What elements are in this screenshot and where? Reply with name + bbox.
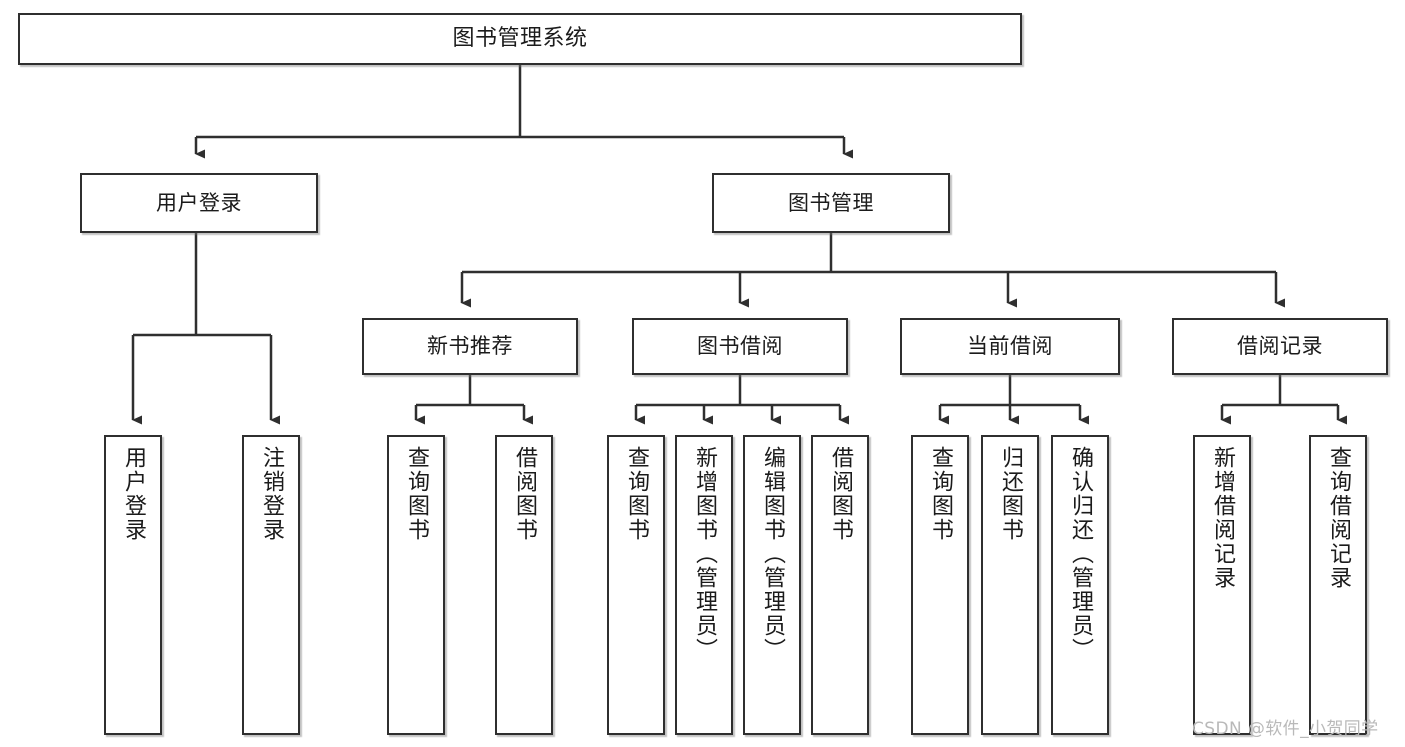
node-book-management[interactable]: 图书管理 — [712, 173, 950, 233]
node-label: 图书管理 — [788, 190, 874, 215]
node-label: 借阅图书 — [828, 446, 853, 542]
node-label: 当前借阅 — [967, 334, 1053, 359]
leaf-user-login-logout[interactable]: 注销登录 — [242, 435, 300, 735]
node-label: 图书借阅 — [697, 334, 783, 359]
node-label: 用户登录 — [121, 446, 146, 542]
node-label: 新书推荐 — [427, 334, 513, 359]
node-label: 查询借阅记录 — [1326, 446, 1351, 590]
leaf-book-borrow-edit-book-admin[interactable]: 编辑图书（管理员） — [743, 435, 801, 735]
node-new-book-recommendation[interactable]: 新书推荐 — [362, 318, 578, 375]
node-borrowing-record[interactable]: 借阅记录 — [1172, 318, 1388, 375]
node-root-book-management-system[interactable]: 图书管理系统 — [18, 13, 1022, 65]
node-label: 借阅图书 — [512, 446, 537, 542]
node-label: 新增图书（管理员） — [692, 446, 717, 662]
node-book-borrowing[interactable]: 图书借阅 — [632, 318, 848, 375]
node-label: 查询图书 — [624, 446, 649, 542]
node-user-login[interactable]: 用户登录 — [80, 173, 318, 233]
node-label: 借阅记录 — [1237, 334, 1323, 359]
leaf-book-borrow-query-book[interactable]: 查询图书 — [607, 435, 665, 735]
leaf-borrow-record-query-record[interactable]: 查询借阅记录 — [1309, 435, 1367, 735]
node-label: 新增借阅记录 — [1210, 446, 1235, 590]
leaf-current-borrow-return-book[interactable]: 归还图书 — [981, 435, 1039, 735]
node-label: 归还图书 — [998, 446, 1023, 542]
leaf-borrow-record-add-record[interactable]: 新增借阅记录 — [1193, 435, 1251, 735]
leaf-book-borrow-add-book-admin[interactable]: 新增图书（管理员） — [675, 435, 733, 735]
node-label: 查询图书 — [928, 446, 953, 542]
leaf-book-borrow-borrow-book[interactable]: 借阅图书 — [811, 435, 869, 735]
leaf-user-login-login[interactable]: 用户登录 — [104, 435, 162, 735]
node-label: 确认归还（管理员） — [1068, 446, 1093, 662]
node-label: 用户登录 — [156, 190, 242, 215]
leaf-new-book-query-book[interactable]: 查询图书 — [387, 435, 445, 735]
leaf-current-borrow-confirm-return-admin[interactable]: 确认归还（管理员） — [1051, 435, 1109, 735]
csdn-watermark: CSDN @软件_小贺同学 — [1192, 719, 1379, 739]
node-label: 编辑图书（管理员） — [760, 446, 785, 662]
leaf-current-borrow-query-book[interactable]: 查询图书 — [911, 435, 969, 735]
node-label: 图书管理系统 — [452, 26, 588, 52]
leaf-new-book-borrow-book[interactable]: 借阅图书 — [495, 435, 553, 735]
node-label: 查询图书 — [404, 446, 429, 542]
node-label: 注销登录 — [259, 446, 284, 542]
node-current-borrowing[interactable]: 当前借阅 — [900, 318, 1120, 375]
